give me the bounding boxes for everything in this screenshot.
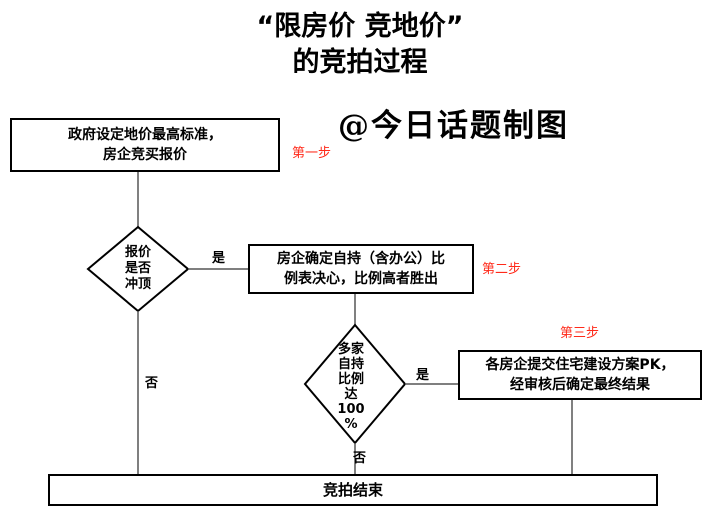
- start-box: 政府设定地价最高标准， 房企竞买报价: [10, 118, 280, 172]
- decision2-line-5: 100: [337, 402, 365, 417]
- edge-no-1: 否: [145, 376, 159, 391]
- step-2-label: 第二步: [482, 262, 522, 277]
- proposal-box-line-1: 各房企提交住宅建设方案PK，: [485, 357, 675, 373]
- decision2-line-6: %: [344, 417, 358, 432]
- edge-yes-2: 是: [416, 368, 430, 383]
- self-hold-box: 房企确定自持（含办公）比 例表决心，比例高者胜出: [248, 244, 474, 294]
- step-3-label: 第三步: [560, 326, 600, 341]
- decision2-label: 多家 自持 比例 达 100 %: [326, 342, 376, 432]
- proposal-box-line-2: 经审核后确定最终结果: [509, 377, 650, 393]
- end-box-label: 竞拍结束: [322, 481, 383, 499]
- decision2-line-1: 多家: [337, 342, 364, 357]
- end-box: 竞拍结束: [48, 474, 658, 506]
- step-1-label: 第一步: [292, 146, 332, 161]
- decision2-line-4: 达: [344, 387, 358, 402]
- edge-no-2: 否: [353, 451, 367, 466]
- self-hold-box-line-2: 例表决心，比例高者胜出: [284, 271, 438, 287]
- title-line-1: “限房价 竞地价”: [256, 11, 464, 42]
- title-line-2: 的竞拍过程: [292, 47, 428, 78]
- decision2-line-3: 比例: [337, 372, 364, 387]
- decision2-line-2: 自持: [337, 357, 364, 372]
- edge-yes-1: 是: [212, 251, 226, 266]
- decision1-line-2: 是否: [124, 261, 151, 276]
- decision1-line-1: 报价: [124, 245, 151, 260]
- start-box-line-2: 房企竞买报价: [103, 147, 187, 163]
- start-box-line-1: 政府设定地价最高标准，: [68, 127, 222, 143]
- proposal-box: 各房企提交住宅建设方案PK， 经审核后确定最终结果: [458, 350, 702, 400]
- decision1-label: 报价 是否 冲顶: [112, 245, 164, 293]
- self-hold-box-line-1: 房企确定自持（含办公）比: [277, 251, 445, 267]
- watermark: @今日话题制图: [338, 108, 569, 144]
- decision1-line-3: 冲顶: [124, 277, 151, 292]
